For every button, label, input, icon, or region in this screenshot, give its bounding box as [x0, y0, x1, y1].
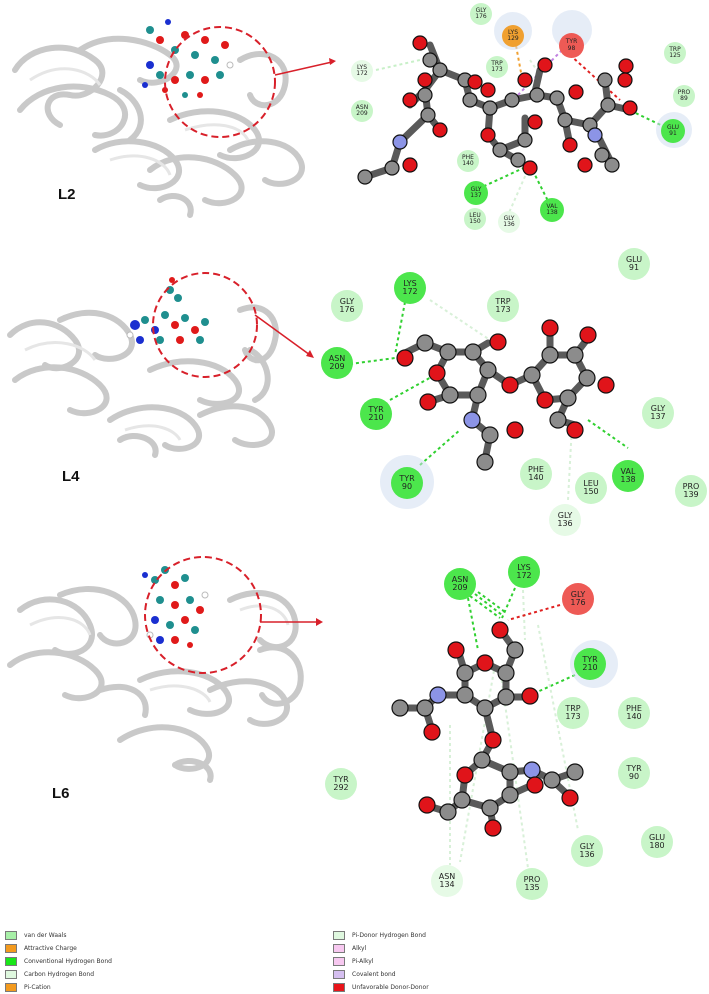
legend-item-conventional-hydrogen-bond: Conventional Hydrogen Bond — [5, 955, 112, 967]
interaction-diagram-l2 — [357, 35, 668, 216]
panel-l4: L4 — [0, 240, 709, 540]
legend-item-pi-donor-hydrogen-bond: Pi-Donor Hydrogen Bond — [333, 929, 426, 941]
legend-item-alkyl: Alkyl — [333, 942, 366, 954]
ligand-label-l2: L2 — [58, 186, 76, 203]
legend-swatch — [333, 930, 345, 940]
legend-item-carbon-hydrogen-bond: Carbon Hydrogen Bond — [5, 968, 94, 980]
protein-structure-l4 — [7, 272, 314, 458]
legend-item-van-der-waals: van der Waals — [5, 929, 67, 941]
highlight-circle-l2 — [164, 26, 276, 138]
ligand-label-l4: L4 — [62, 468, 80, 485]
legend-swatch — [5, 969, 17, 979]
legend-swatch — [333, 982, 345, 992]
legend-item-attractive-charge: Attractive Charge — [5, 942, 77, 954]
panel-l2: L2 — [0, 0, 709, 233]
protein-structure-l2 — [12, 19, 336, 218]
protein-structure-l6 — [7, 556, 323, 783]
legend-item-pi-alkyl: Pi-Alkyl — [333, 955, 373, 967]
interaction-diagram-l6 — [391, 587, 584, 869]
legend-swatch — [333, 969, 345, 979]
legend-swatch — [5, 982, 17, 992]
highlight-circle-l6 — [144, 556, 262, 674]
legend-swatch — [333, 956, 345, 966]
legend-swatch — [5, 943, 17, 953]
legend-swatch — [333, 943, 345, 953]
legend-item-unfavorable-donor-donor: Unfavorable Donor-Donor — [333, 981, 429, 993]
legend-swatch — [5, 956, 17, 966]
panel-l6: L6 — [0, 540, 709, 920]
interaction-diagram-l4 — [349, 299, 629, 501]
ligand-label-l6: L6 — [52, 785, 70, 802]
highlight-circle-l4 — [152, 272, 258, 378]
interaction-legend: van der Waals Attractive Charge Conventi… — [0, 926, 709, 994]
legend-swatch — [5, 930, 17, 940]
legend-item-covalent-bond: Covalent bond — [333, 968, 396, 980]
legend-item-pi-cation: Pi-Cation — [5, 981, 51, 993]
